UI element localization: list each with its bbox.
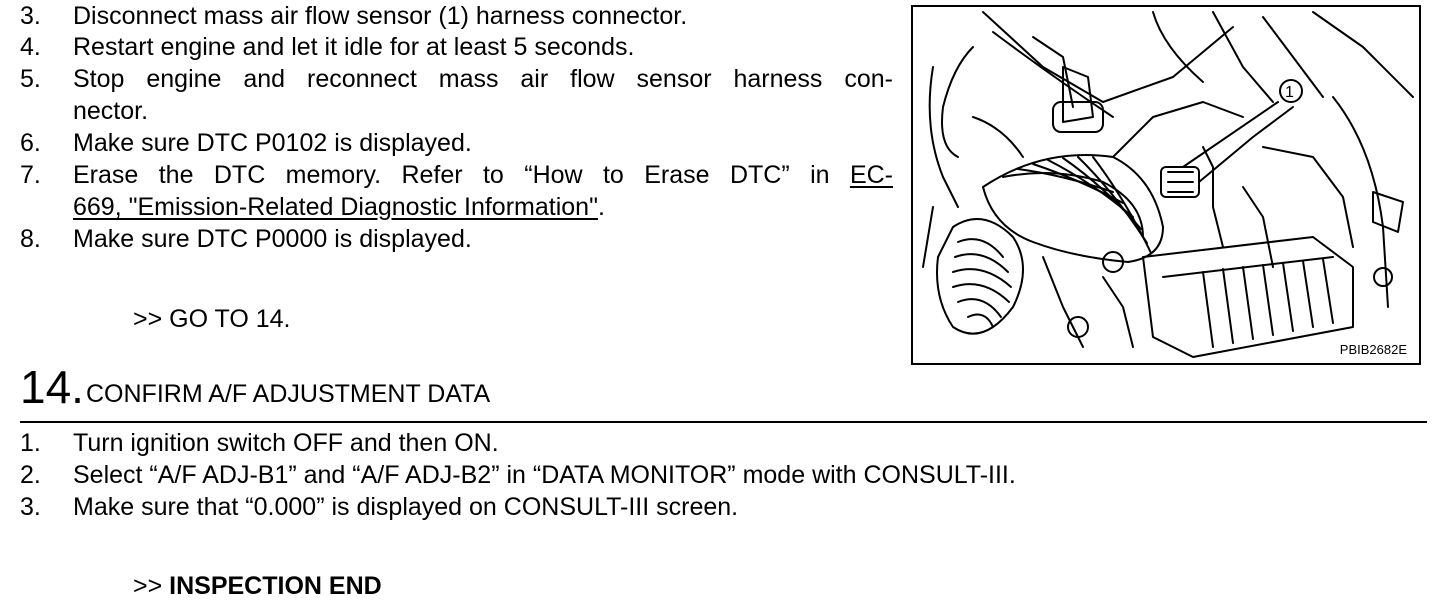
step-4-number: 4. [20,33,41,61]
go-to-14-link[interactable]: >> GO TO 14. [133,305,291,333]
step-1-number: 1. [20,429,41,457]
step-4-text: Restart engine and let it idle for at le… [73,33,635,61]
callout-1-label: 1 [1285,84,1294,101]
step-3-text: Disconnect mass air flow sensor (1) harn… [73,2,688,30]
step-2-number: 2. [20,461,41,489]
step-5-text-line1: Stop engine and reconnect mass air flow … [73,65,893,93]
step-7-text-line1: Erase the DTC memory. Refer to “How to E… [73,159,893,191]
step-7-text-line2: 669, "Emission-Related Diagnostic Inform… [73,191,605,223]
engine-bay-illustration: 1 PBIB2682E [911,5,1421,365]
ec-669-link[interactable]: EC- [849,161,893,189]
step-1-text: Turn ignition switch OFF and then ON. [73,429,499,457]
step-2-text: Select “A/F ADJ-B1” and “A/F ADJ-B2” in … [73,461,1016,489]
step-3b-text: Make sure that “0.000” is displayed on C… [73,493,739,521]
section-number: 14. [20,361,84,413]
step-7-period: . [597,193,605,221]
step-8-text: Make sure DTC P0000 is displayed. [73,225,472,253]
figure-id: PBIB2682E [1339,342,1407,357]
inspection-end-label: INSPECTION END [169,572,382,600]
engine-bay-drawing: 1 [922,11,1414,358]
inspection-end-prefix: >> [133,572,170,600]
section-title: CONFIRM A/F ADJUSTMENT DATA [86,380,491,408]
step-6-text: Make sure DTC P0102 is displayed. [73,129,472,157]
section-divider [20,421,1427,423]
step-3-number: 3. [20,2,41,30]
step-7-text: Erase the DTC memory. Refer to “How to E… [73,161,850,189]
step-7-number: 7. [20,161,41,189]
step-5-text-line2: nector. [73,97,149,125]
step-6-number: 6. [20,129,41,157]
inspection-end: >> INSPECTION END [133,570,382,602]
step-3b-number: 3. [20,493,41,521]
emission-diagnostic-link[interactable]: 669, "Emission-Related Diagnostic Inform… [73,193,598,221]
step-8-number: 8. [20,225,41,253]
step-5-number: 5. [20,65,41,93]
